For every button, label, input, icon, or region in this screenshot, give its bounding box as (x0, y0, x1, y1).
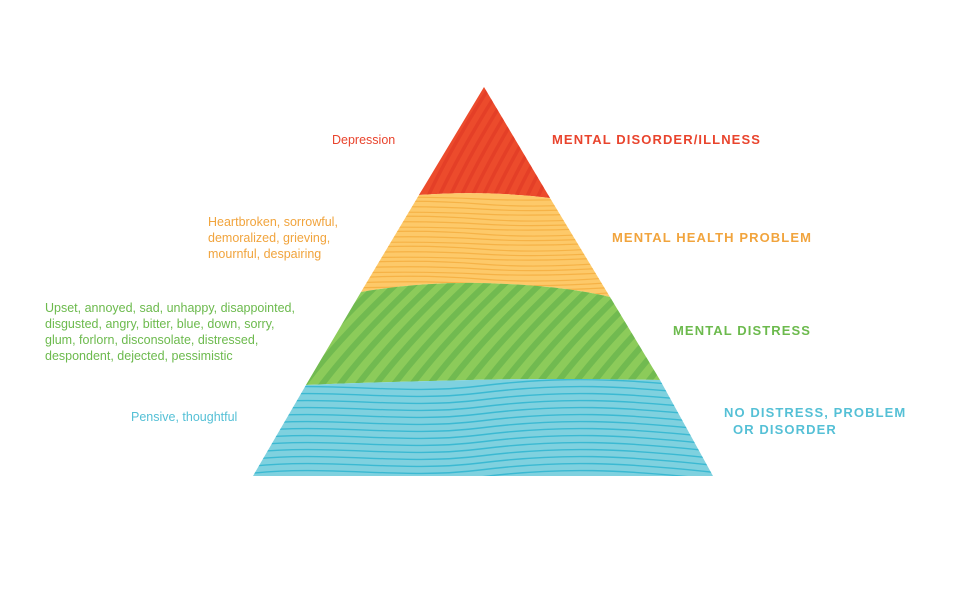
texture-stroke (253, 455, 713, 468)
tier-no-distress (253, 379, 713, 476)
texture-stroke (253, 441, 713, 454)
texture-stroke (253, 392, 713, 405)
texture-stroke (306, 282, 409, 385)
label-line: MENTAL DISTRESS (673, 323, 812, 338)
texture-stroke (361, 251, 610, 257)
texture-stroke (253, 420, 713, 433)
texture-stroke (253, 413, 713, 426)
label-mental-disorder: MENTAL DISORDER/ILLNESS (552, 131, 761, 148)
tier-mental-disorder-fill (419, 87, 550, 198)
texture-stroke (253, 427, 713, 440)
description-line: despondent, dejected, pessimistic (45, 349, 233, 363)
description-mental-health-problem: Heartbroken, sorrowful, demoralized, gri… (208, 214, 338, 262)
description-line: disgusted, angry, bitter, blue, down, so… (45, 317, 275, 331)
label-line: NO DISTRESS, PROBLEM (724, 405, 907, 420)
texture-stroke (361, 256, 610, 261)
texture-stroke (361, 241, 610, 246)
description-line: Upset, annoyed, sad, unhappy, disappoint… (45, 301, 295, 315)
tier-mental-health-problem (361, 193, 610, 297)
texture-stroke (361, 260, 610, 267)
texture-stroke (253, 434, 713, 447)
texture-stroke (329, 282, 445, 385)
label-mental-health-problem: MENTAL HEALTH PROBLEM (612, 229, 812, 246)
description-line: Depression (332, 133, 396, 147)
label-line: OR DISORDER (733, 422, 837, 437)
description-no-distress: Pensive, thoughtful (131, 409, 237, 425)
texture-stroke (253, 462, 713, 475)
description-line: mournful, despairing (208, 247, 322, 261)
description-line: Heartbroken, sorrowful, (208, 215, 338, 229)
label-mental-distress: MENTAL DISTRESS (673, 322, 811, 339)
texture-stroke (253, 469, 713, 476)
description-mental-distress: Upset, annoyed, sad, unhappy, disappoint… (45, 300, 295, 364)
description-line: demoralized, grieving, (208, 231, 331, 245)
label-no-distress: NO DISTRESS, PROBLEM OR DISORDER (724, 404, 906, 438)
label-line: MENTAL HEALTH PROBLEM (612, 230, 813, 245)
texture-stroke (253, 379, 713, 391)
texture-stroke (253, 399, 713, 412)
texture-stroke (365, 282, 481, 385)
texture-stroke (361, 245, 610, 252)
label-line: MENTAL DISORDER/ILLNESS (552, 132, 761, 147)
texture-stroke (253, 448, 713, 461)
description-line: Pensive, thoughtful (131, 410, 238, 424)
texture-stroke (361, 275, 610, 282)
description-mental-disorder: Depression (332, 132, 395, 148)
description-line: glum, forlorn, disconsolate, distressed, (45, 333, 259, 347)
texture-stroke (532, 87, 550, 198)
texture-stroke (521, 87, 550, 198)
texture-stroke (253, 385, 713, 398)
texture-stroke (361, 271, 610, 276)
texture-stroke (361, 266, 610, 272)
texture-stroke (422, 87, 496, 198)
texture-stroke (253, 406, 713, 419)
texture-stroke (347, 282, 463, 385)
texture-stroke (311, 282, 427, 385)
